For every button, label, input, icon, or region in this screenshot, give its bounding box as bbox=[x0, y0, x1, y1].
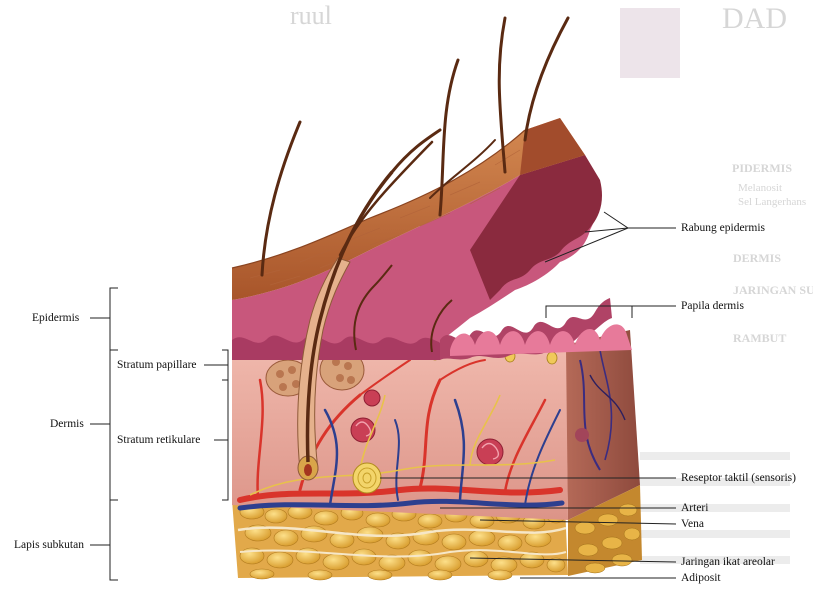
label-rabung-epidermis: Rabung epidermis bbox=[681, 222, 765, 235]
label-vena: Vena bbox=[681, 518, 704, 531]
label-epidermis: Epidermis bbox=[32, 312, 79, 325]
label-reseptor-taktil: Reseptor taktil (sensoris) bbox=[681, 472, 796, 485]
bg-text-row1: PIDERMIS bbox=[732, 161, 792, 175]
bracket-dermis bbox=[90, 350, 118, 500]
label-papila-dermis: Papila dermis bbox=[681, 300, 744, 313]
bracket-papillare bbox=[204, 350, 228, 380]
bg-text-row1-sub2: Sel Langerhans bbox=[738, 196, 806, 208]
line-rabung-1 bbox=[604, 212, 676, 228]
line-rabung-2 bbox=[585, 228, 628, 232]
side-cut-face bbox=[565, 330, 642, 576]
bg-text-row2: DERMIS bbox=[733, 251, 781, 265]
bg-text-row4: RAMBUT bbox=[733, 331, 786, 345]
bg-text-top-right: DAD bbox=[722, 2, 787, 35]
label-lapis-subkutan: Lapis subkutan bbox=[14, 539, 84, 552]
bracket-epidermis bbox=[90, 288, 118, 350]
bracket-retikulare bbox=[214, 380, 228, 500]
label-stratum-retikulare: Stratum retikulare bbox=[117, 434, 200, 447]
dermis-layer bbox=[232, 339, 568, 520]
bg-text-row1-sub1: Melanosit bbox=[738, 182, 782, 194]
label-adiposit: Adiposit bbox=[681, 572, 721, 585]
label-stratum-papillare: Stratum papillare bbox=[117, 359, 197, 372]
bg-text-row3: JARINGAN SUBKUTAN bbox=[733, 283, 813, 297]
bg-text-top-center: ruul bbox=[290, 1, 332, 30]
label-dermis: Dermis bbox=[50, 418, 84, 431]
bg-shape bbox=[620, 8, 680, 78]
label-jaringan-ikat-areolar: Jaringan ikat areolar bbox=[681, 556, 775, 569]
bracket-subkutan bbox=[90, 500, 118, 580]
label-arteri: Arteri bbox=[681, 502, 708, 515]
tactile-receptor bbox=[353, 463, 381, 493]
